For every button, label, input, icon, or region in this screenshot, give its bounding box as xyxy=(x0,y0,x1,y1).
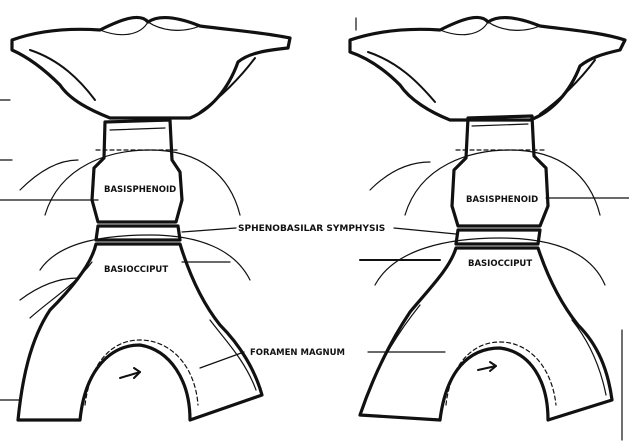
right-sphenoid-wings xyxy=(350,17,625,120)
synchondrosis-label: SPHENOBASILAR SYMPHYSIS xyxy=(238,224,385,234)
right-synchondrosis xyxy=(456,230,540,244)
right-basisphenoid-label: BASISPHENOID xyxy=(466,195,538,205)
right-skull-base xyxy=(350,17,625,420)
right-basisphenoid-body xyxy=(452,116,548,226)
right-basiocciput-label: BASIOCCIPUT xyxy=(468,259,532,269)
left-skull-base xyxy=(12,17,290,420)
right-foramen-magnum xyxy=(446,342,556,405)
left-basisphenoid-label: BASISPHENOID xyxy=(104,185,176,195)
left-foramen-magnum xyxy=(85,340,198,405)
foramen-magnum-label: FORAMEN MAGNUM xyxy=(250,348,345,358)
right-basiocciput xyxy=(360,248,612,420)
left-basisphenoid-body xyxy=(92,120,182,222)
left-basiocciput-label: BASIOCCIPUT xyxy=(104,265,168,275)
